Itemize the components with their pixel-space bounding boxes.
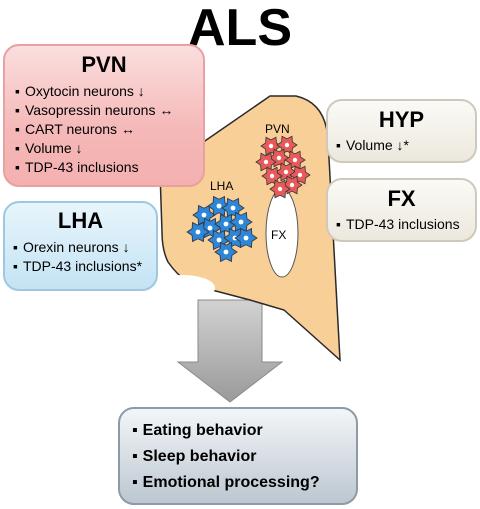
lha-neuron-icon <box>234 227 258 249</box>
outcomes-box: Eating behavior Sleep behavior Emotional… <box>118 407 358 505</box>
fx-item: TDP-43 inclusions <box>336 215 475 234</box>
fx-box-heading: FX <box>387 186 416 211</box>
outcome-item: Emotional processing? <box>132 470 356 496</box>
lha-info-box: LHA Orexin neurons ↓ TDP-43 inclusions* <box>3 201 158 291</box>
page-title: ALS <box>188 0 292 57</box>
pvn-item: Volume ↓ <box>15 139 203 158</box>
outcome-item: Eating behavior <box>132 418 356 444</box>
fx-info-box: FX TDP-43 inclusions <box>326 178 477 242</box>
pvn-item: CART neurons ↔ <box>15 120 203 139</box>
lha-box-heading: LHA <box>57 208 104 233</box>
pvn-neuron-icon <box>276 135 298 155</box>
ventral-white-patch <box>151 275 215 301</box>
pvn-item: TDP-43 inclusions <box>15 158 203 177</box>
lha-cell-cluster <box>186 195 258 263</box>
fx-region-label: FX <box>271 228 287 242</box>
pvn-item: Vasopressin neurons ↔ <box>15 101 203 120</box>
pvn-cell-cluster <box>255 135 311 199</box>
hyp-item: Volume ↓* <box>336 136 475 155</box>
lha-neuron-icon <box>186 221 210 243</box>
down-arrow <box>176 299 284 403</box>
lha-item: TDP-43 inclusions* <box>13 257 156 276</box>
lha-item: Orexin neurons ↓ <box>13 238 156 257</box>
lha-region-label: LHA <box>210 179 234 193</box>
pvn-box-heading: PVN <box>81 52 127 77</box>
hyp-box-heading: HYP <box>378 107 425 132</box>
pvn-region-label: PVN <box>265 122 290 136</box>
pvn-info-box: PVN Oxytocin neurons ↓ Vasopressin neuro… <box>3 44 205 187</box>
outcome-item: Sleep behavior <box>132 444 356 470</box>
pvn-neuron-icon <box>269 179 291 199</box>
pvn-item: Oxytocin neurons ↓ <box>15 82 203 101</box>
hyp-info-box: HYP Volume ↓* <box>326 99 477 163</box>
lha-neuron-icon <box>207 195 231 217</box>
lha-neuron-icon <box>214 241 238 263</box>
